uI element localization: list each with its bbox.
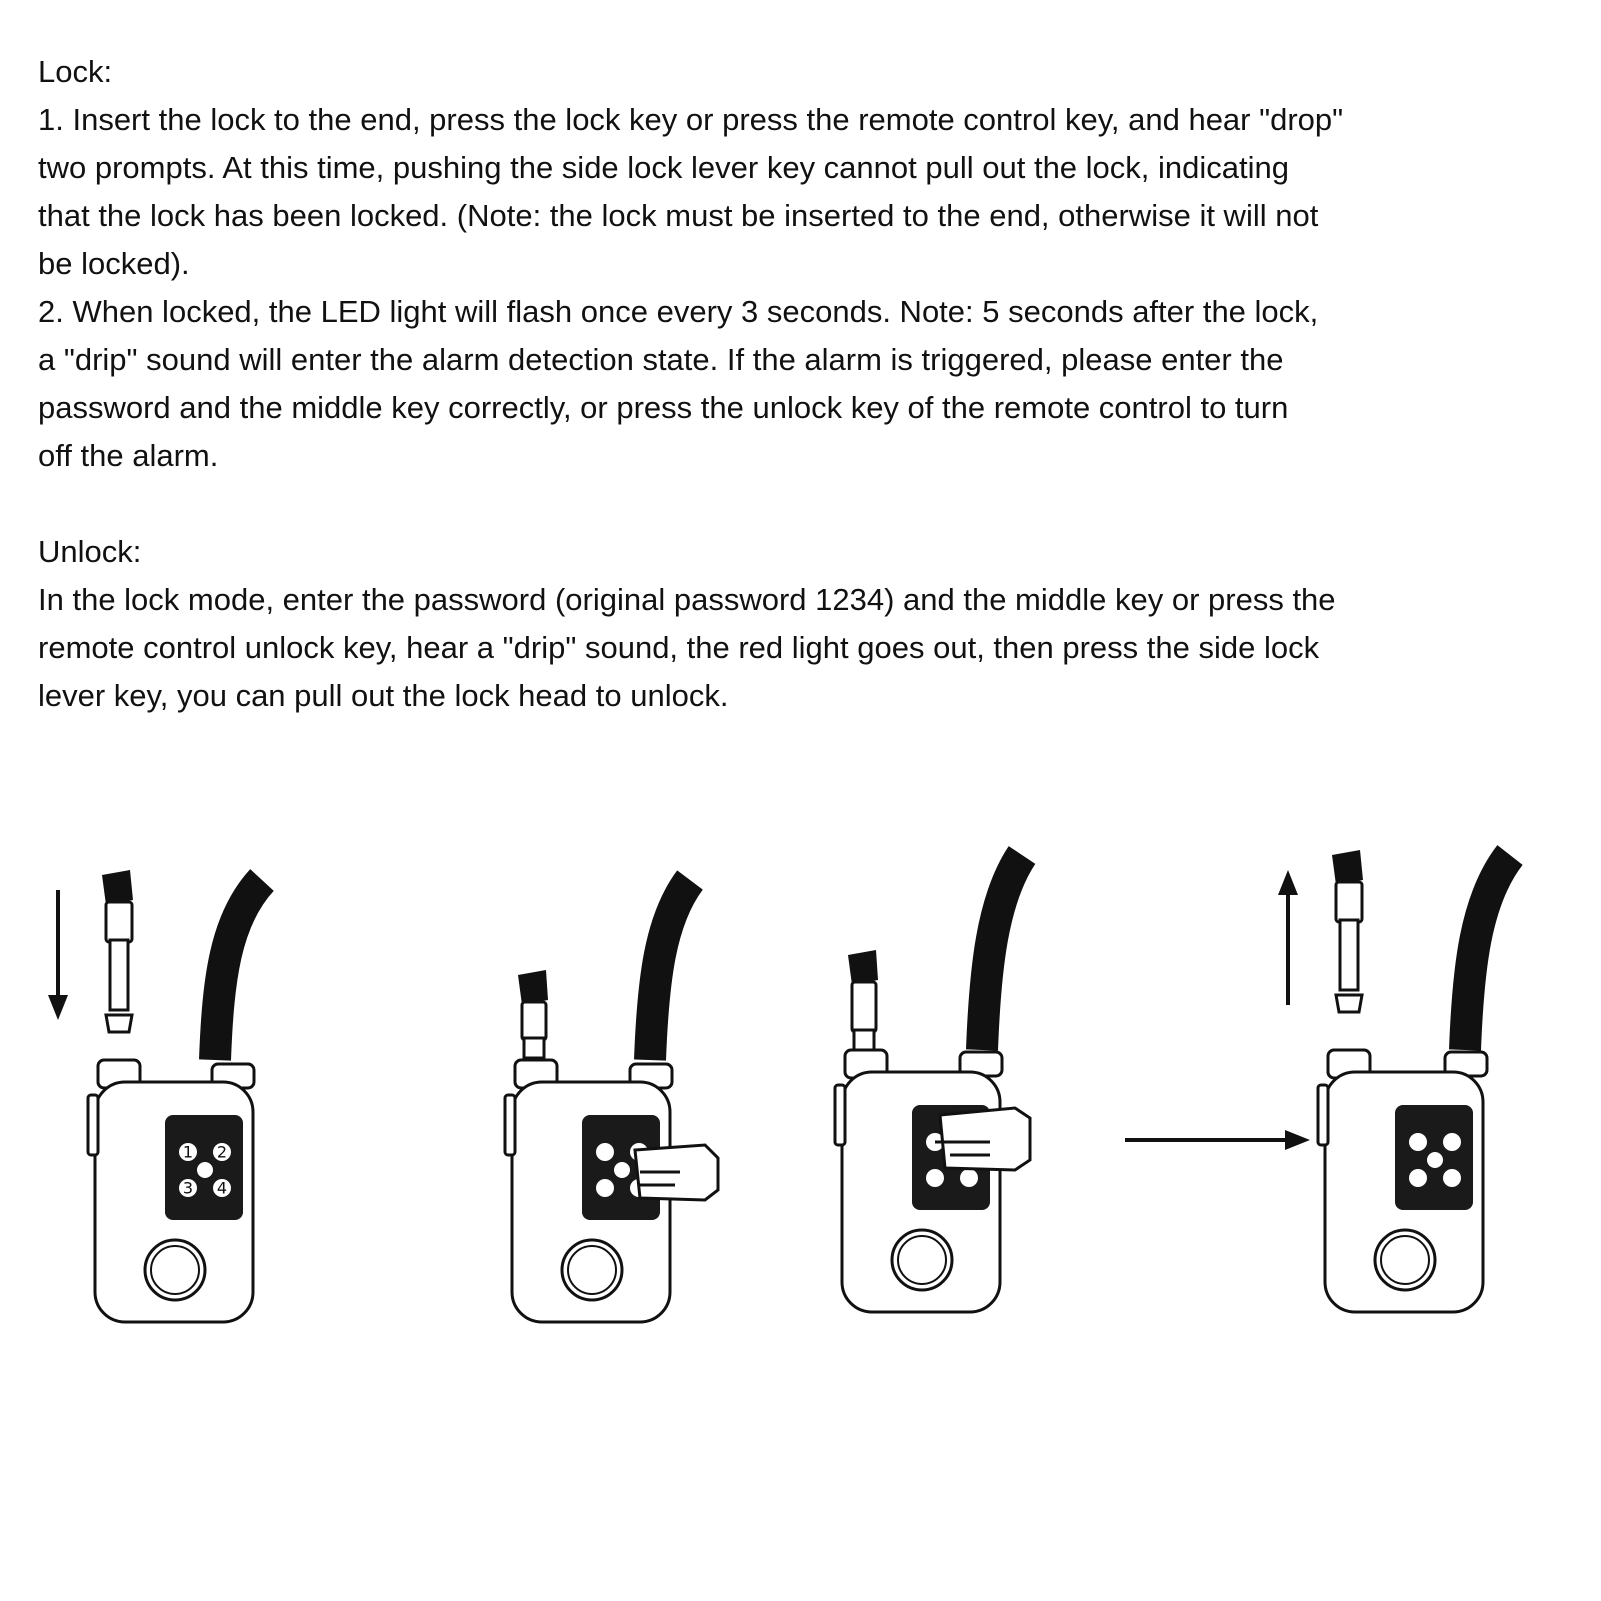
cable [1449, 845, 1523, 1051]
down-arrow-icon [48, 890, 68, 1020]
lock-pin [848, 950, 878, 1052]
lock-body [503, 1058, 674, 1324]
lock-pin [518, 970, 548, 1060]
cable [634, 870, 704, 1061]
hand-icon [935, 1106, 1032, 1172]
lock-body [1316, 1048, 1489, 1314]
right-arrow-icon [1120, 1125, 1320, 1155]
lock-pin [102, 870, 134, 1034]
unlock-heading: Unlock: [38, 534, 142, 569]
lock-body: 1 2 3 4 [86, 1058, 256, 1324]
up-arrow-icon [1278, 870, 1298, 1005]
illustration-pull-out-lock [1270, 840, 1550, 1360]
illustration-enter-password [830, 840, 1090, 1360]
lock-step-2: 2. When locked, the LED light will flash… [38, 294, 1319, 473]
illustration-insert-lock: 1 2 3 4 [40, 860, 300, 1360]
unlock-body: In the lock mode, enter the password (or… [38, 582, 1336, 713]
keypad-key-4: 4 [217, 1179, 227, 1198]
lock-step-1: 1. Insert the lock to the end, press the… [38, 102, 1344, 281]
lock-heading: Lock: [38, 54, 113, 89]
lock-body [833, 1048, 1004, 1314]
instructions: Lock: 1. Insert the lock to the end, pre… [38, 48, 1568, 720]
cable [199, 869, 275, 1061]
cable [966, 846, 1036, 1051]
keypad-key-2: 2 [217, 1143, 227, 1162]
illustration-lock-inserted [500, 860, 760, 1360]
lock-pin [1332, 850, 1364, 1014]
keypad-key-1: 1 [183, 1143, 193, 1162]
hand-icon [633, 1143, 720, 1202]
keypad-key-3: 3 [183, 1179, 193, 1198]
